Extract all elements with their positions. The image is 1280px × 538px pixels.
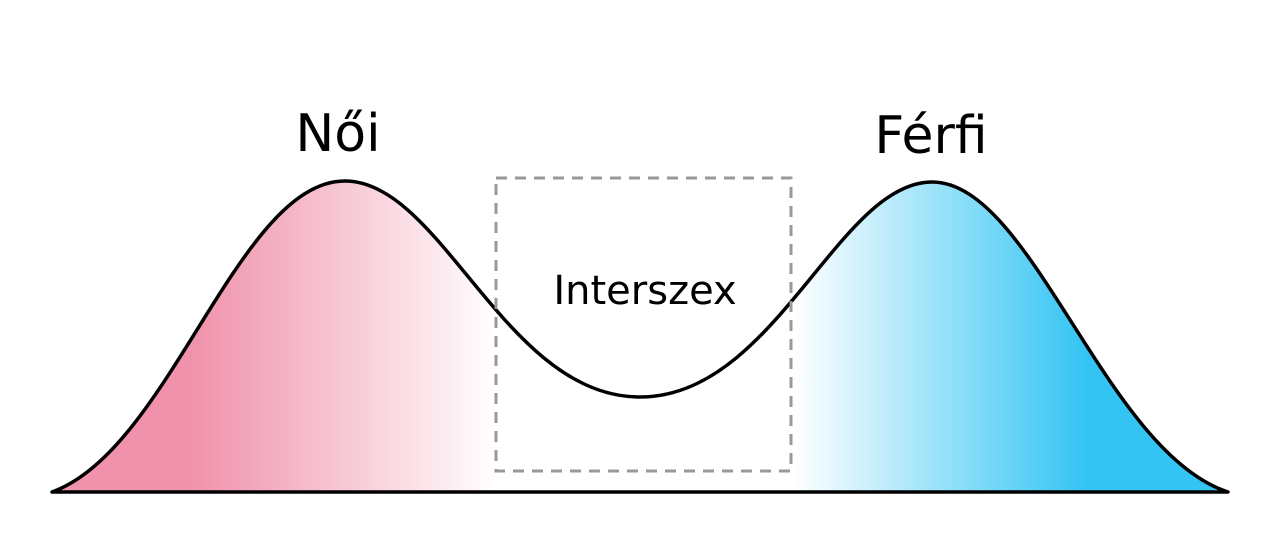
distribution-curve — [50, 179, 1230, 494]
label-female-peak: Női — [295, 104, 380, 164]
interszex-region-box — [494, 176, 793, 473]
label-intersex-box: Interszex — [553, 268, 736, 314]
label-male-peak: Férfi — [874, 106, 987, 166]
